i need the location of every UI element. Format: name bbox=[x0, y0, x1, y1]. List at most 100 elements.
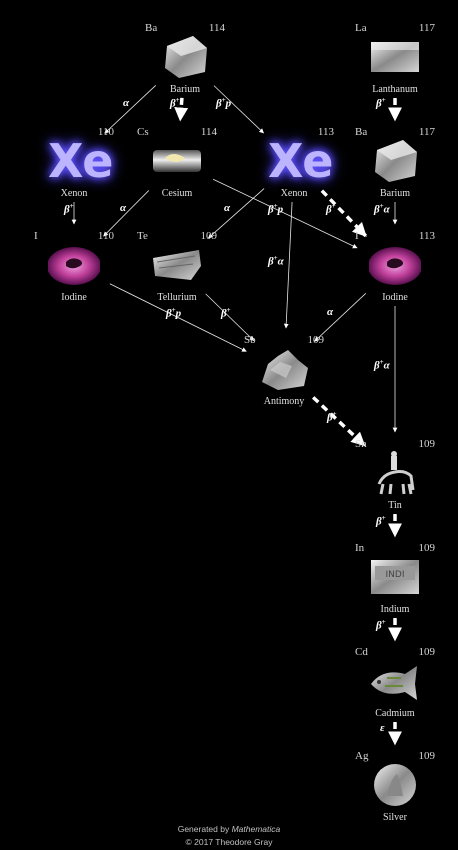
mass-number: 117 bbox=[418, 22, 435, 34]
tellurium-chunk-icon bbox=[151, 242, 203, 288]
element-symbol: Cd bbox=[355, 646, 368, 658]
element-name: Barium bbox=[170, 84, 200, 95]
element-name: Antimony bbox=[263, 396, 305, 407]
arrow-te109-to-sb109 bbox=[205, 293, 255, 342]
element-name: Iodine bbox=[382, 292, 408, 303]
arrow-i113-to-sb109 bbox=[314, 293, 367, 342]
arrow-ba114-to-xe113 bbox=[213, 85, 264, 134]
footer-generated-by: Generated by Mathematica bbox=[0, 824, 458, 834]
xenon-glow-icon: Xe bbox=[268, 134, 334, 188]
nuclide-cadmium-109: Cd 109 Cadmium bbox=[355, 646, 435, 736]
decay-label-te109-to-sb109: β+ bbox=[221, 306, 231, 320]
arrow-ba114-to-cs114 bbox=[174, 97, 189, 122]
decay-label-xe110-to-i110: β+ bbox=[64, 202, 74, 216]
nuclide-iodine-110: I 110 Iodine bbox=[34, 230, 114, 320]
decay-label-i110-to-sb109: β+p bbox=[166, 306, 182, 320]
decay-label-ba114-to-cs114: β+ bbox=[170, 96, 180, 110]
element-name: Silver bbox=[383, 812, 407, 823]
decay-label-xe113-to-te109: α bbox=[224, 202, 231, 214]
element-symbol: I bbox=[355, 230, 359, 242]
decay-label-cd109-to-ag109: ε bbox=[380, 722, 385, 734]
nuclide-xenon-110: 110 Xe Xenon bbox=[34, 126, 114, 216]
element-symbol: Ag bbox=[355, 750, 369, 762]
element-name: Cesium bbox=[161, 188, 193, 199]
mass-number: 109 bbox=[418, 646, 436, 658]
element-symbol: Ba bbox=[355, 126, 368, 138]
element-symbol: In bbox=[355, 542, 365, 554]
decay-label-xe113-to-i113: β+ bbox=[326, 202, 336, 216]
arrow-xe113-to-te109 bbox=[208, 188, 265, 239]
nuclide-indium-109: In 109 INDI Indium bbox=[355, 542, 435, 632]
element-name: Indium bbox=[380, 604, 410, 615]
mass-number: 109 bbox=[418, 750, 436, 762]
element-symbol: Sb bbox=[244, 334, 256, 346]
mass-number: 114 bbox=[208, 22, 225, 34]
decay-label-sb109-to-sn109: β+ bbox=[327, 410, 337, 424]
element-name: Iodine bbox=[61, 292, 87, 303]
decay-label-ba114-to-xe113: β+p bbox=[216, 96, 232, 110]
mass-number: 113 bbox=[317, 126, 334, 138]
decay-label-i113-to-sn109: β+α bbox=[374, 358, 390, 372]
nuclide-tin-109: Sn 109 Tin bbox=[355, 438, 435, 528]
footer-prefix: Generated by bbox=[177, 824, 232, 834]
element-name: Xenon bbox=[60, 188, 88, 199]
element-symbol: La bbox=[355, 22, 367, 34]
footer-software: Mathematica bbox=[231, 824, 281, 834]
element-name: Xenon bbox=[280, 188, 308, 199]
xenon-glow-icon: Xe bbox=[48, 134, 114, 188]
nuclide-tellurium-109: Te 109 Tellurium bbox=[137, 230, 217, 320]
indium-ingot-icon: INDI bbox=[369, 554, 421, 600]
element-symbol: Ba bbox=[145, 22, 158, 34]
decay-label-sn109-to-in109: β+ bbox=[376, 514, 386, 528]
decay-arrows bbox=[71, 85, 402, 746]
cadmium-fish-icon bbox=[369, 658, 421, 704]
decay-label-xe113-to-sb109: β+α bbox=[268, 254, 284, 268]
mass-number: 109 bbox=[307, 334, 325, 346]
silver-coin-icon bbox=[369, 762, 421, 808]
cesium-ampoule-icon bbox=[151, 138, 203, 184]
decay-label-cs114-to-i113: β+p bbox=[268, 202, 284, 216]
decay-label-ba117-to-i113: β+α bbox=[374, 202, 390, 216]
mass-number: 117 bbox=[418, 126, 435, 138]
nuclide-iodine-113: I 113 Iodine bbox=[355, 230, 435, 320]
svg-text:INDI: INDI bbox=[386, 570, 405, 580]
mass-number: 110 bbox=[97, 230, 114, 242]
element-symbol: Te bbox=[137, 230, 148, 242]
arrow-i110-to-sb109 bbox=[109, 283, 247, 352]
barium-chunk-icon bbox=[159, 34, 211, 80]
nuclide-silver-109: Ag 109 Silver bbox=[355, 750, 435, 840]
decay-label-cs114-to-i110: α bbox=[120, 202, 127, 214]
mass-number: 113 bbox=[418, 230, 435, 242]
decay-label-i113-to-sb109: α bbox=[327, 306, 334, 318]
footer-copyright: © 2017 Theodore Gray bbox=[185, 837, 273, 847]
decay-label-la117-to-ba117: β+ bbox=[376, 96, 386, 110]
element-name: Lanthanum bbox=[372, 84, 418, 95]
element-symbol: Cs bbox=[137, 126, 149, 138]
nuclide-xenon-113: 113 Xe Xenon bbox=[254, 126, 334, 216]
mass-number: 109 bbox=[418, 542, 436, 554]
mass-number: 109 bbox=[418, 438, 436, 450]
nuclide-barium-117: Ba 117 Barium bbox=[355, 126, 435, 216]
nuclide-cesium-114: Cs 114 Cesium bbox=[137, 126, 217, 216]
nuclide-lanthanum-117: La 117 Lanthanum bbox=[355, 22, 435, 112]
element-name: Tin bbox=[388, 500, 402, 511]
arrow-cs114-to-i110 bbox=[103, 190, 150, 237]
mass-number: 109 bbox=[200, 230, 218, 242]
element-symbol: I bbox=[34, 230, 38, 242]
mass-number: 110 bbox=[97, 126, 114, 138]
element-symbol: Sn bbox=[355, 438, 367, 450]
decay-label-in109-to-cd109: β+ bbox=[376, 618, 386, 632]
mass-number: 114 bbox=[200, 126, 217, 138]
decay-label-ba114-to-xe110: α bbox=[123, 97, 130, 109]
iodine-crystal-icon bbox=[47, 242, 101, 288]
barium-chunk-icon bbox=[369, 138, 421, 184]
xenon-glow-icon: Xe bbox=[48, 134, 114, 188]
element-name: Barium bbox=[380, 188, 410, 199]
arrow-xe113-to-i113 bbox=[320, 189, 367, 238]
tin-horse-statue-icon bbox=[369, 450, 421, 496]
element-name: Cadmium bbox=[375, 708, 415, 719]
arrow-ba114-to-xe110 bbox=[104, 85, 157, 134]
lanthanum-ingot-icon bbox=[369, 34, 421, 80]
antimony-lump-icon bbox=[258, 346, 310, 392]
